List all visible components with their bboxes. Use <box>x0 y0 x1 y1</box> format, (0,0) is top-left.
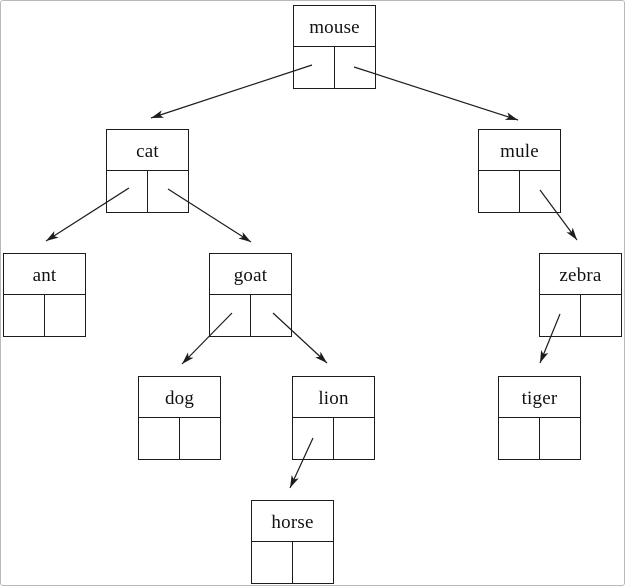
right-pointer-cell <box>519 171 560 212</box>
left-pointer-cell <box>294 47 334 88</box>
node-label: zebra <box>540 254 621 295</box>
right-pointer-cell <box>334 47 375 88</box>
left-pointer-cell <box>210 295 250 336</box>
left-pointer-cell <box>479 171 519 212</box>
left-pointer-cell <box>293 418 333 459</box>
pointer-row <box>499 418 580 459</box>
arrow-mouse-left-to-cat <box>150 64 313 119</box>
node-label: horse <box>252 501 333 542</box>
node-label: dog <box>139 377 220 418</box>
node-mule: mule <box>478 129 561 213</box>
node-label: goat <box>210 254 291 295</box>
node-label: mouse <box>294 6 375 47</box>
pointer-row <box>540 295 621 336</box>
node-lion: lion <box>292 376 375 460</box>
right-pointer-cell <box>147 171 188 212</box>
left-pointer-cell <box>139 418 179 459</box>
node-tiger: tiger <box>498 376 581 460</box>
pointer-row <box>139 418 220 459</box>
left-pointer-cell <box>107 171 147 212</box>
node-label: tiger <box>499 377 580 418</box>
node-mouse: mouse <box>293 5 376 89</box>
pointer-row <box>294 47 375 88</box>
left-pointer-cell <box>540 295 580 336</box>
pointer-row <box>293 418 374 459</box>
node-label: mule <box>479 130 560 171</box>
node-goat: goat <box>209 253 292 337</box>
node-label: ant <box>4 254 85 295</box>
pointer-row <box>210 295 291 336</box>
node-zebra: zebra <box>539 253 622 337</box>
right-pointer-cell <box>539 418 580 459</box>
node-cat: cat <box>106 129 189 213</box>
node-ant: ant <box>3 253 86 337</box>
node-label: lion <box>293 377 374 418</box>
right-pointer-cell <box>292 542 333 583</box>
pointer-row <box>107 171 188 212</box>
right-pointer-cell <box>333 418 374 459</box>
pointer-row <box>479 171 560 212</box>
left-pointer-cell <box>499 418 539 459</box>
left-pointer-cell <box>4 295 44 336</box>
arrow-mouse-right-to-mule <box>353 66 519 121</box>
pointer-row <box>252 542 333 583</box>
right-pointer-cell <box>179 418 220 459</box>
left-pointer-cell <box>252 542 292 583</box>
right-pointer-cell <box>250 295 291 336</box>
pointer-row <box>4 295 85 336</box>
right-pointer-cell <box>44 295 85 336</box>
node-dog: dog <box>138 376 221 460</box>
node-label: cat <box>107 130 188 171</box>
node-horse: horse <box>251 500 334 584</box>
right-pointer-cell <box>580 295 621 336</box>
